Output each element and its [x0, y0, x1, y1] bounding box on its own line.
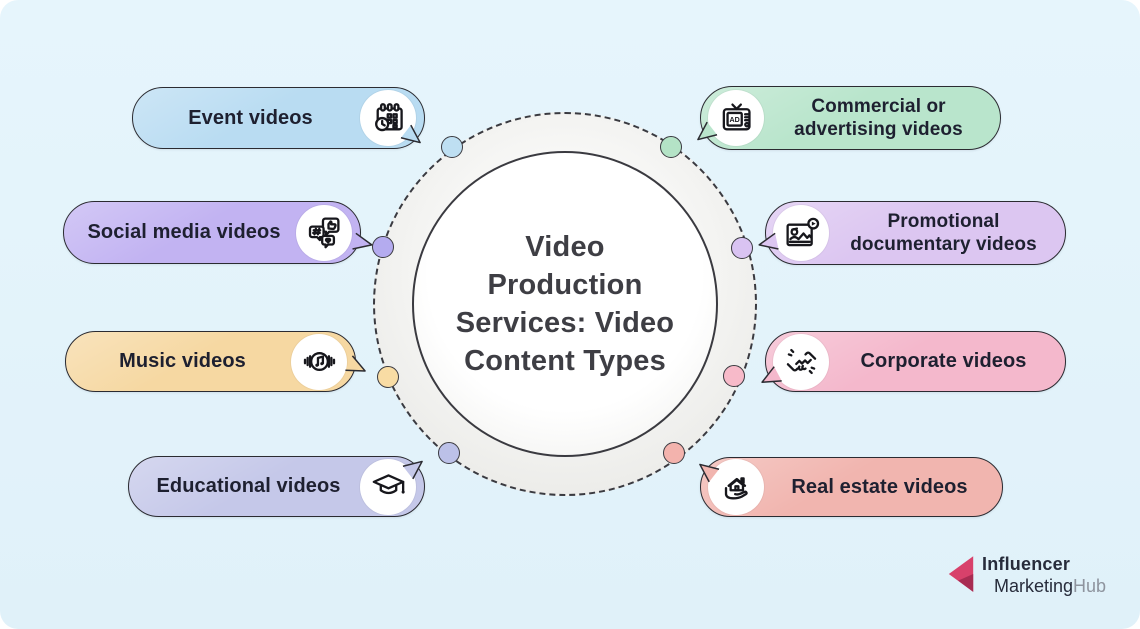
pill-label-commercial-advertising-videos: Commercial or advertising videos: [794, 95, 963, 141]
title-line: Content Types: [464, 345, 666, 377]
logo-word-hub: Hub: [1073, 576, 1107, 596]
pill-educational-videos: Educational videos: [128, 456, 425, 517]
pill-tail-educational: [402, 460, 423, 480]
pill-corporate-videos: Corporate videos: [765, 331, 1066, 392]
center-circle: Video Production Services: Video Content…: [412, 151, 718, 457]
pill-tail-commercial: [697, 121, 718, 141]
pill-label-event-videos: Event videos: [188, 106, 313, 129]
pill-label-line: Promotional: [887, 211, 1000, 232]
pill-label-real-estate-videos: Real estate videos: [791, 475, 968, 498]
pill-label-music-videos: Music videos: [119, 350, 246, 372]
title-line: Video: [525, 231, 605, 263]
connector-dot-educational: [438, 442, 460, 464]
pill-commercial-advertising-videos: Commercial or advertising videos AD: [700, 86, 1001, 150]
influencer-marketinghub-logo: Influencer MarketingHub: [946, 554, 1106, 597]
pill-label-line: advertising videos: [794, 119, 963, 140]
logo-word-marketing: Marketing: [994, 576, 1074, 596]
title-line: Services: Video: [455, 307, 675, 339]
pill-real-estate-videos: Real estate videos: [700, 457, 1003, 517]
connector-dot-corporate: [723, 365, 745, 387]
pill-tail-music: [345, 355, 366, 372]
pill-tail-promotional: [758, 232, 779, 250]
pill-music-videos: Music videos: [65, 331, 356, 392]
connector-dot-promotional: [731, 237, 753, 259]
pill-label-corporate-videos: Corporate videos: [860, 350, 1027, 372]
handshake-icon: [773, 333, 829, 390]
connector-dot-music: [377, 366, 399, 388]
pill-label-line: documentary videos: [850, 234, 1037, 255]
connector-dot-commercial: [660, 136, 682, 158]
pill-tail-event: [400, 124, 421, 144]
documentary-film-icon: [773, 205, 829, 261]
pill-label-line: Commercial or: [811, 96, 946, 117]
svg-text:AD: AD: [729, 116, 739, 124]
pill-label-promotional-documentary-videos: Promotional documentary videos: [850, 210, 1037, 256]
logo-text: Influencer MarketingHub: [982, 554, 1106, 597]
social-engagement-bubbles-icon: [296, 204, 352, 261]
pill-label-educational-videos: Educational videos: [156, 475, 341, 497]
connector-dot-event: [441, 136, 463, 158]
connector-dot-social: [372, 236, 394, 258]
pill-promotional-documentary-videos: Promotional documentary videos: [765, 201, 1066, 265]
pill-tail-corporate: [761, 366, 782, 383]
calendar-clock-icon: [360, 90, 416, 146]
tv-ad-icon: AD: [708, 90, 764, 146]
logo-word-influencer: Influencer: [982, 554, 1071, 574]
diagram-title: Video Production Services: Video Content…: [456, 228, 674, 380]
connector-dot-real-estate: [663, 442, 685, 464]
pill-label-social-media-videos: Social media videos: [87, 221, 281, 243]
music-note-soundwave-icon: [291, 333, 347, 390]
pill-social-media-videos: Social media videos: [63, 201, 361, 264]
logo-arrow-icon: [948, 556, 974, 592]
pill-tail-social: [352, 232, 373, 250]
title-line: Production: [487, 269, 643, 301]
pill-event-videos: Event videos: [132, 87, 425, 149]
logo-word-marketinghub: MarketingHub: [994, 576, 1106, 597]
pill-tail-real-estate: [699, 463, 720, 483]
